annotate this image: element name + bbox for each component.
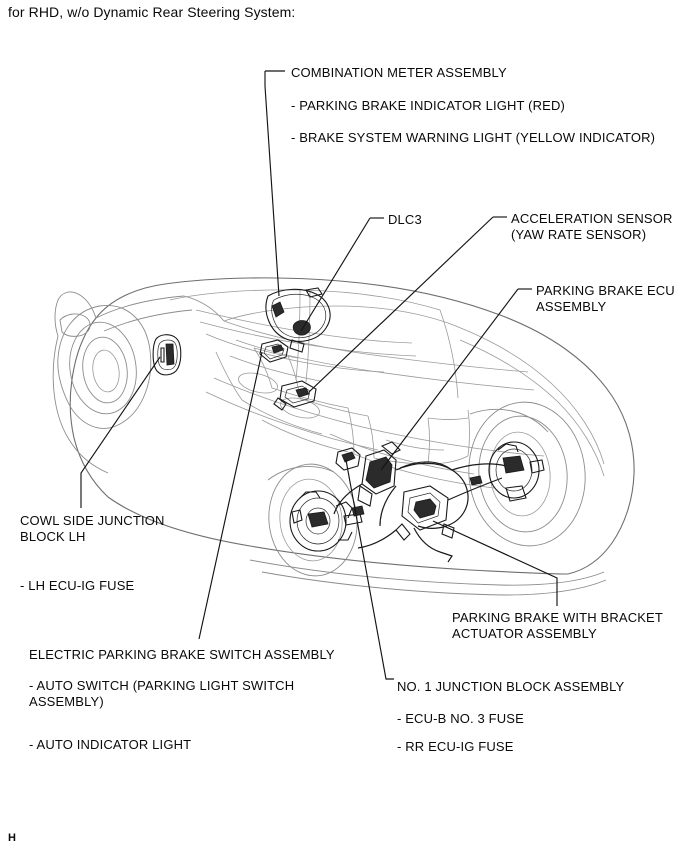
actuator-line-2: ACTUATOR ASSEMBLY [452, 626, 597, 641]
leader-epb-switch [198, 351, 263, 640]
front-wheel [57, 305, 152, 429]
rear-brake-left [289, 490, 363, 552]
cowl-side-junction-block-part [152, 334, 182, 376]
callout-epb-switch-item-2: - AUTO INDICATOR LIGHT [29, 737, 192, 752]
body-outline [69, 277, 635, 596]
page-heading: for RHD, w/o Dynamic Rear Steering Syste… [8, 4, 296, 20]
no1-junction-block-part [335, 447, 361, 471]
epb-switch-item-1-line-2: ASSEMBLY) [29, 694, 104, 709]
acceleration-sensor-line-1: ACCELERATION SENSOR [511, 211, 673, 226]
leader-actuator [432, 520, 558, 606]
cowl-side-line-1: COWL SIDE JUNCTION [20, 513, 165, 528]
interior-structure [195, 309, 545, 489]
callout-no1-junction-block-item-2: - RR ECU-IG FUSE [397, 739, 514, 754]
page-reference-mark: H [8, 832, 16, 844]
callout-epb-switch-title: ELECTRIC PARKING BRAKE SWITCH ASSEMBLY [29, 647, 335, 662]
front-end [52, 291, 225, 474]
callout-dlc3-title: DLC3 [388, 212, 422, 227]
callout-no1-junction-block-item-1: - ECU-B NO. 3 FUSE [397, 711, 524, 726]
leader-cowl-side-junction [80, 356, 161, 508]
epb-switch-item-1-line-1: - AUTO SWITCH (PARKING LIGHT SWITCH [29, 678, 295, 693]
parking-brake-ecu-line-2: ASSEMBLY [536, 299, 607, 314]
dlc3-connector-part [292, 320, 311, 336]
rear-brake-right [488, 441, 545, 502]
callout-combination-meter-item-1: - PARKING BRAKE INDICATOR LIGHT (RED) [291, 98, 566, 113]
parking-brake-ecu-line-1: PARKING BRAKE ECU [536, 283, 675, 298]
rear-wheel-right [468, 401, 586, 547]
parking-brake-ecu-part [273, 380, 317, 411]
cowl-side-line-2: BLOCK LH [20, 529, 86, 544]
callout-combination-meter-title: COMBINATION METER ASSEMBLY [291, 65, 507, 80]
parking-brake-actuator-assembly [333, 441, 507, 563]
callout-cowl-side-item-1: - LH ECU-IG FUSE [20, 578, 135, 593]
leader-no1-junction-block [345, 459, 394, 680]
combination-meter-part [265, 287, 331, 353]
callout-acceleration-sensor-title: ACCELERATION SENSOR(YAW RATE SENSOR) [511, 211, 673, 243]
acceleration-sensor-line-2: (YAW RATE SENSOR) [511, 227, 647, 242]
epb-switch-part [259, 339, 289, 363]
callout-combination-meter-item-2: - BRAKE SYSTEM WARNING LIGHT (YELLOW IND… [291, 130, 656, 145]
callout-no1-junction-block-title: NO. 1 JUNCTION BLOCK ASSEMBLY [397, 679, 625, 694]
leader-lines [80, 70, 558, 680]
actuator-line-1: PARKING BRAKE WITH BRACKET [452, 610, 663, 625]
